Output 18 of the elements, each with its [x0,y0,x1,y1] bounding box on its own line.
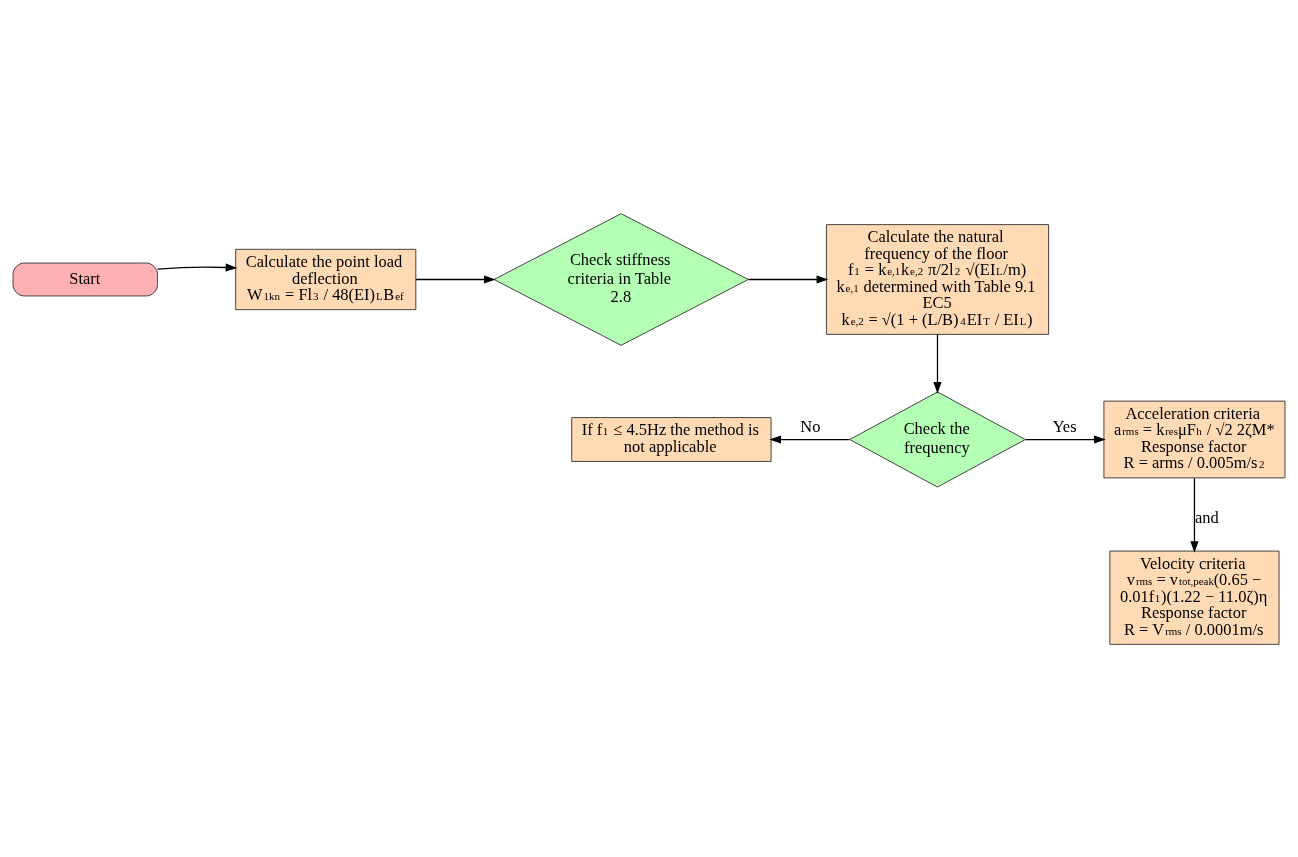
edge-label: Yes [1052,416,1077,436]
arrow [933,333,942,394]
arrow [747,274,829,284]
edge-label: No [800,416,821,436]
arrow [1024,434,1106,444]
node-box: If f1 ≤ 4.5Hz the method is not applicable [571,416,772,462]
node-diamond: Check stiffness criteria in Table 2.8 [493,212,749,346]
node-box: Velocity criteria vrms = vtot,peak(0.65 − 0.01f1)(1.22 − 11.0ζ)η Response factor R = Vrms / 0.0001m/s [1109,550,1280,645]
node-box: Acceleration criteria arms = kresμFh / √2 2ζM* Response factor R = arms / 0.005m/s2 [1103,400,1286,478]
arrow [415,274,496,284]
node-diamond: Check the frequency [849,391,1026,487]
arrow [156,262,238,272]
node-box: Calculate the point load deflection W1kn = Fl3 / 48(EI)LBef [235,248,417,310]
arrow [769,434,850,444]
edge-label: and [1194,507,1219,527]
node-box: Start [12,262,158,296]
arrow [1190,477,1199,553]
node-box: Calculate the natural frequency of the floor f1 = ke,1ke,2 π/2l2 √(EIL/m) ke,1 determined with Table 9.1 EC5 ke,2 = √(1 + (L/B)4EIT / EIL) [825,223,1050,335]
